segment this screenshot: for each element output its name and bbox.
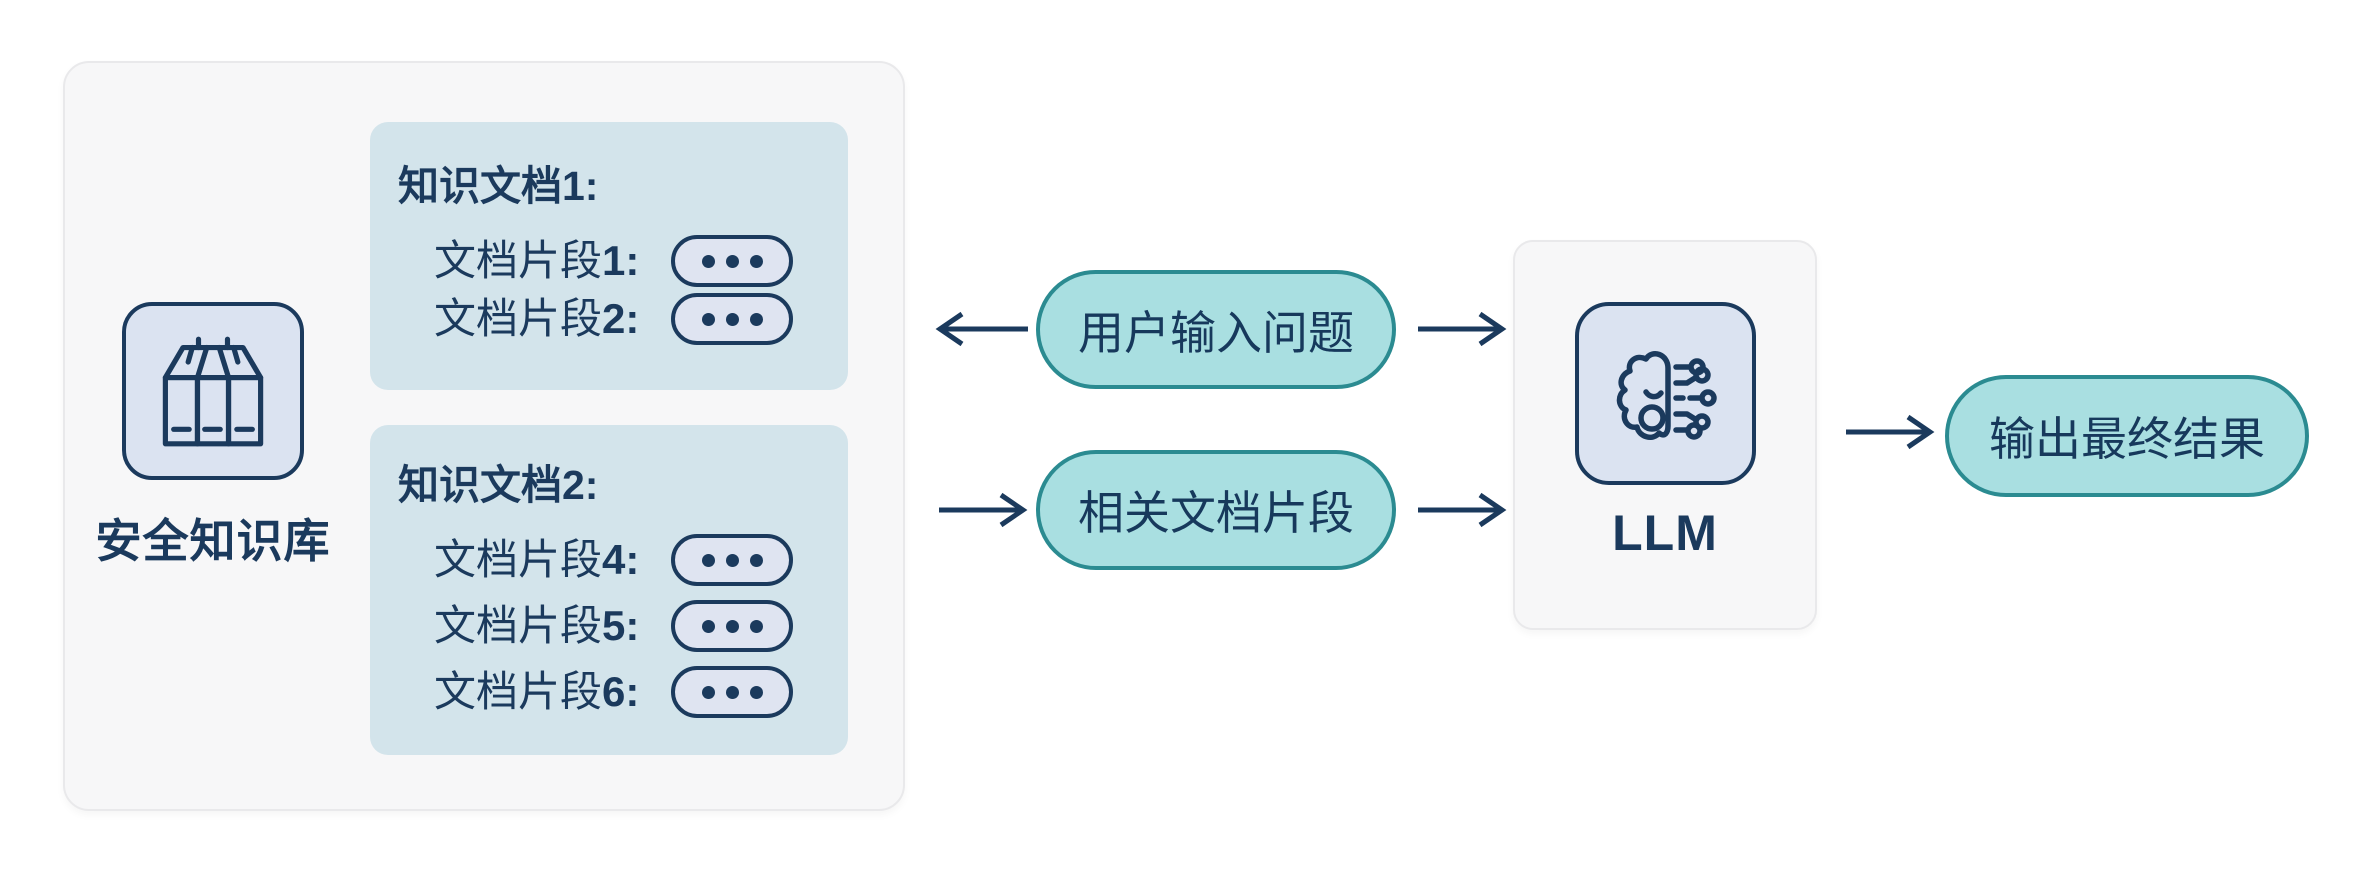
arrow-question-to-kb-icon — [935, 308, 1031, 350]
fragment-label: 文档片段4: — [434, 535, 640, 583]
library-books-icon — [122, 302, 304, 480]
ellipsis-dots-icon — [701, 685, 715, 699]
knowledge-doc-card-1: 知识文档1: 文档片段1: 文档片段2: — [370, 122, 848, 390]
knowledge-base-panel: 安全知识库 知识文档1: 文档片段1: 文档片段2: — [63, 61, 905, 811]
ellipsis-dots-icon — [701, 254, 715, 268]
fragment-row: 文档片段1: — [434, 235, 824, 287]
ellipsis-dots-icon — [701, 619, 715, 633]
doc-title: 知识文档1: — [398, 163, 599, 209]
fragment-ellipsis-pill — [671, 293, 794, 345]
fragment-ellipsis-pill — [671, 600, 794, 652]
llm-label: LLM — [1612, 505, 1718, 561]
flow-pill-final-output: 输出最终结果 — [1945, 375, 2309, 497]
fragment-label: 文档片段6: — [434, 667, 640, 715]
fragment-ellipsis-pill — [671, 666, 794, 718]
arrow-llm-to-output-icon — [1843, 411, 1935, 453]
fragment-row: 文档片段6: — [434, 666, 824, 718]
doc-title: 知识文档2: — [398, 462, 599, 508]
fragment-label: 文档片段5: — [434, 601, 640, 649]
flow-pill-user-question: 用户输入问题 — [1036, 270, 1396, 389]
knowledge-base-label: 安全知识库 — [95, 515, 331, 567]
arrow-fragments-to-llm-icon — [1415, 489, 1507, 531]
fragment-row: 文档片段2: — [434, 293, 824, 345]
flow-pill-relevant-fragments: 相关文档片段 — [1036, 450, 1396, 570]
llm-panel: LLM — [1513, 240, 1817, 630]
knowledge-doc-card-2: 知识文档2: 文档片段4: 文档片段5: 文档片段6: — [370, 425, 848, 755]
fragment-label: 文档片段2: — [434, 294, 640, 342]
brain-circuit-icon — [1575, 302, 1756, 485]
fragment-label: 文档片段1: — [434, 236, 640, 284]
ellipsis-dots-icon — [701, 312, 715, 326]
fragment-ellipsis-pill — [671, 235, 794, 287]
arrow-question-to-llm-icon — [1415, 308, 1507, 350]
fragment-ellipsis-pill — [671, 534, 794, 586]
fragment-row: 文档片段5: — [434, 600, 824, 652]
ellipsis-dots-icon — [701, 553, 715, 567]
arrow-kb-to-fragments-icon — [936, 489, 1028, 531]
fragment-row: 文档片段4: — [434, 534, 824, 586]
